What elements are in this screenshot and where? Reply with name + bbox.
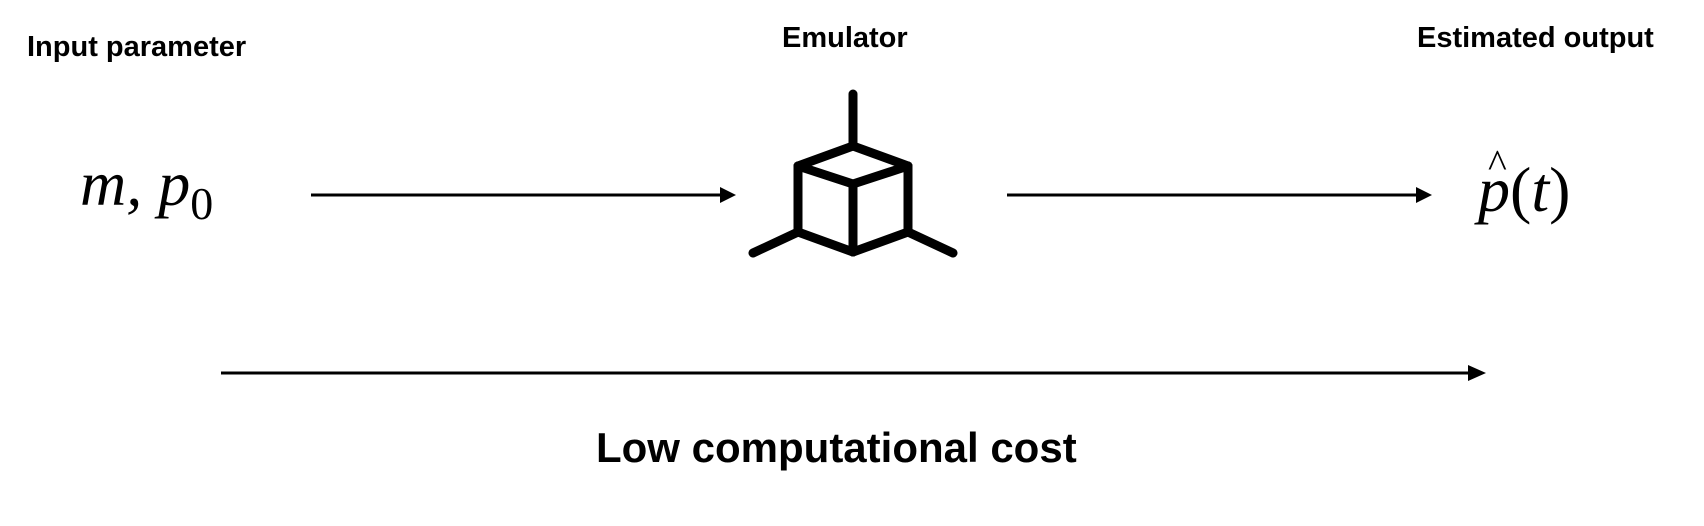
cost-arrow: [221, 365, 1486, 381]
estimated-output-label: Estimated output: [1417, 22, 1654, 54]
input-math-main: m, p: [80, 148, 191, 219]
input-to-emulator-arrow: [311, 187, 736, 203]
output-math: ^p(t): [1478, 144, 1570, 222]
output-math-open-paren: (: [1510, 154, 1532, 225]
output-math-hat: ^: [1488, 141, 1507, 186]
input-math: m, p0: [80, 152, 213, 227]
emulator-label: Emulator: [782, 22, 908, 54]
input-math-subscript: 0: [190, 178, 214, 229]
cube-icon: [748, 89, 958, 258]
emulator-to-output-arrow: [1007, 187, 1432, 203]
output-math-var: p: [1478, 154, 1510, 225]
output-math-var-wrap: ^p: [1478, 144, 1510, 222]
low-computational-cost-label: Low computational cost: [596, 424, 1077, 471]
output-math-arg: t: [1531, 154, 1550, 225]
input-parameter-label: Input parameter: [27, 31, 247, 63]
output-math-close-paren: ): [1549, 154, 1571, 225]
